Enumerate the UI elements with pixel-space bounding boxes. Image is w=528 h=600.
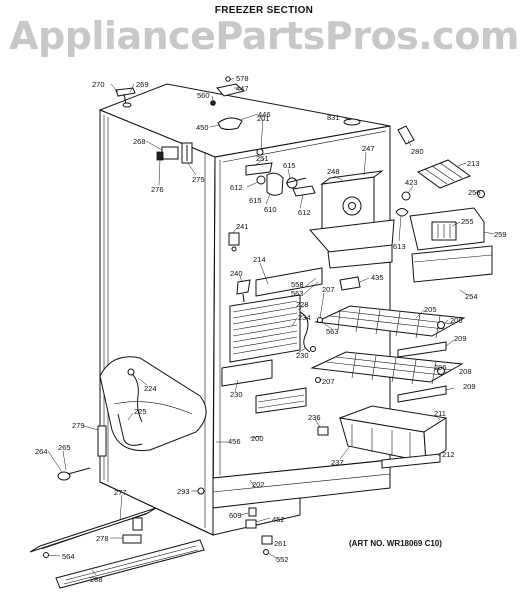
callout-615-a: 615 <box>283 161 296 170</box>
callout-456: 456 <box>228 437 241 446</box>
callout-447: 447 <box>236 84 249 93</box>
top-parts <box>115 76 415 145</box>
shelf-lower <box>310 317 464 403</box>
callout-labels: 270 269 578 447 560 446 450 201 831 280 … <box>35 74 507 584</box>
callout-277: 277 <box>114 488 127 497</box>
callout-558: 558 <box>291 280 304 289</box>
art-number: (ART NO. WR18069 C10) <box>349 539 442 548</box>
callout-265: 265 <box>58 443 71 452</box>
callout-254: 254 <box>465 292 478 301</box>
callout-615-b: 615 <box>249 196 262 205</box>
callout-609: 609 <box>229 511 242 520</box>
callout-264: 264 <box>35 447 48 456</box>
callout-613: 613 <box>393 242 406 251</box>
callout-278: 278 <box>96 534 109 543</box>
callout-276: 276 <box>151 185 164 194</box>
callout-269: 269 <box>136 80 149 89</box>
callout-255: 255 <box>461 217 474 226</box>
callout-230-a: 230 <box>296 351 309 360</box>
callout-201: 201 <box>257 114 270 123</box>
callout-563-b: 563 <box>326 327 339 336</box>
switch-assembly <box>156 142 193 164</box>
callout-280: 280 <box>411 147 424 156</box>
callout-213: 213 <box>467 159 480 168</box>
callout-564: 564 <box>62 552 75 561</box>
callout-248: 248 <box>327 167 340 176</box>
callout-247: 247 <box>362 144 375 153</box>
callout-279: 279 <box>72 421 85 430</box>
evaporator-cover <box>309 170 395 269</box>
callout-446: 446 <box>258 110 271 119</box>
callout-224: 224 <box>144 384 157 393</box>
freezer-basket <box>317 405 448 469</box>
callout-612-a: 612 <box>230 183 243 192</box>
callout-435: 435 <box>371 273 384 282</box>
evaporator-coil <box>221 294 316 414</box>
callout-251: 251 <box>256 154 269 163</box>
callout-578: 578 <box>236 74 249 83</box>
callout-209-b: 209 <box>463 382 476 391</box>
callout-240: 240 <box>230 269 243 278</box>
callout-610: 610 <box>264 205 277 214</box>
callout-560: 560 <box>197 91 210 100</box>
shelf-upper <box>314 305 466 358</box>
callout-205: 205 <box>424 305 437 314</box>
icemaker-assembly <box>395 159 493 283</box>
callout-230-b: 230 <box>230 390 243 399</box>
page-title: FREEZER SECTION <box>214 5 314 16</box>
callout-261: 261 <box>274 539 287 548</box>
callout-563-a: 563 <box>291 289 304 298</box>
callout-256: 256 <box>468 188 481 197</box>
callout-237: 237 <box>331 458 344 467</box>
callout-241: 241 <box>236 222 249 231</box>
callout-208-b: 208 <box>459 367 472 376</box>
callout-423: 423 <box>405 178 418 187</box>
callout-612-b: 612 <box>298 208 311 217</box>
callout-214: 214 <box>253 255 266 264</box>
callout-200: 200 <box>251 434 264 443</box>
callout-552: 552 <box>276 555 289 564</box>
watermark: AppliancePartsPros.com <box>9 14 519 58</box>
callout-450: 450 <box>196 123 209 132</box>
thermostat-and-heater <box>228 232 361 303</box>
callout-208-a: 208 <box>450 316 463 325</box>
callout-207-b: 207 <box>322 377 335 386</box>
callout-236: 236 <box>308 413 321 422</box>
callout-228: 228 <box>296 300 309 309</box>
callout-212: 212 <box>442 450 455 459</box>
bottom-parts <box>29 467 273 589</box>
callout-270: 270 <box>92 80 105 89</box>
callout-234: 234 <box>298 313 311 322</box>
callout-207-a: 207 <box>322 285 335 294</box>
callout-288: 288 <box>90 575 103 584</box>
leader-lines <box>47 77 495 576</box>
callout-293: 293 <box>177 487 190 496</box>
ice-bucket <box>99 356 207 452</box>
callout-211: 211 <box>434 409 446 418</box>
callout-831: 831 <box>327 113 340 122</box>
callout-225: 225 <box>134 407 147 416</box>
callout-275: 275 <box>192 175 205 184</box>
callout-209-a: 209 <box>454 334 467 343</box>
callout-268: 268 <box>133 137 146 146</box>
fan-motor-assembly <box>245 148 316 197</box>
callout-206: 206 <box>434 363 447 372</box>
callout-452: 452 <box>272 515 285 524</box>
callout-259: 259 <box>494 230 507 239</box>
callout-202: 202 <box>252 480 265 489</box>
